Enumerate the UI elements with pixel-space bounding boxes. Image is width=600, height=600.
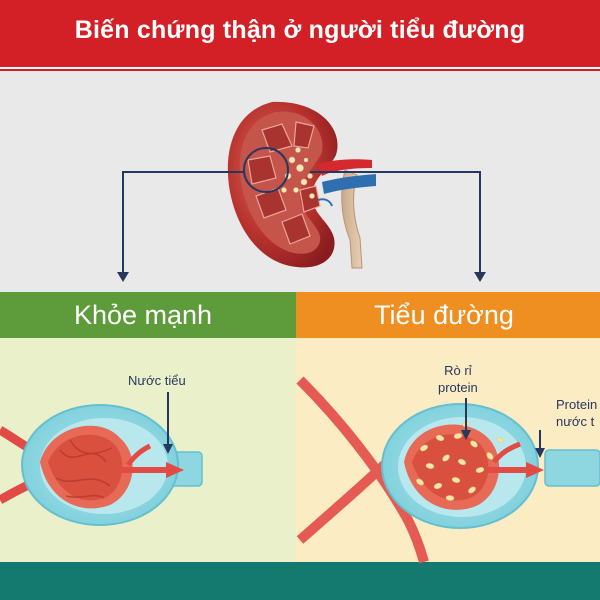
magnifier-circle (243, 147, 289, 193)
leak-annotation: Rò rỉ protein (438, 362, 478, 396)
healthy-label: Khỏe mạnh (0, 292, 296, 338)
protein-urine-annotation: Protein nước t (556, 396, 597, 430)
arrow-head-left (117, 272, 129, 282)
page-title: Biến chứng thận ở người tiểu đường (74, 16, 526, 44)
leak-annotation-line2: protein (438, 380, 478, 395)
leak-annotation-line1: Rò rỉ (444, 363, 472, 378)
protein-urine-annotation-line1: Protein (556, 397, 598, 412)
urine-pointer-arrowhead (163, 444, 173, 454)
healthy-glomerulus (0, 404, 203, 526)
header-divider-line (0, 67, 600, 69)
protein-urine-annotation-line2: nước t (556, 414, 595, 429)
protein-urine-pointer-arrowhead (535, 448, 545, 458)
diabetic-label: Tiểu đường (296, 292, 600, 338)
header-bar: Biến chứng thận ở người tiểu đường (0, 0, 600, 74)
arrow-head-right (474, 272, 486, 282)
urine-annotation: Nước tiểu (128, 373, 186, 388)
diabetic-glomerulus (296, 376, 600, 564)
leak-pointer-arrowhead (461, 430, 471, 440)
footer-band (0, 562, 600, 600)
connector-arrows (122, 171, 481, 274)
kidney-illustration (227, 101, 376, 269)
